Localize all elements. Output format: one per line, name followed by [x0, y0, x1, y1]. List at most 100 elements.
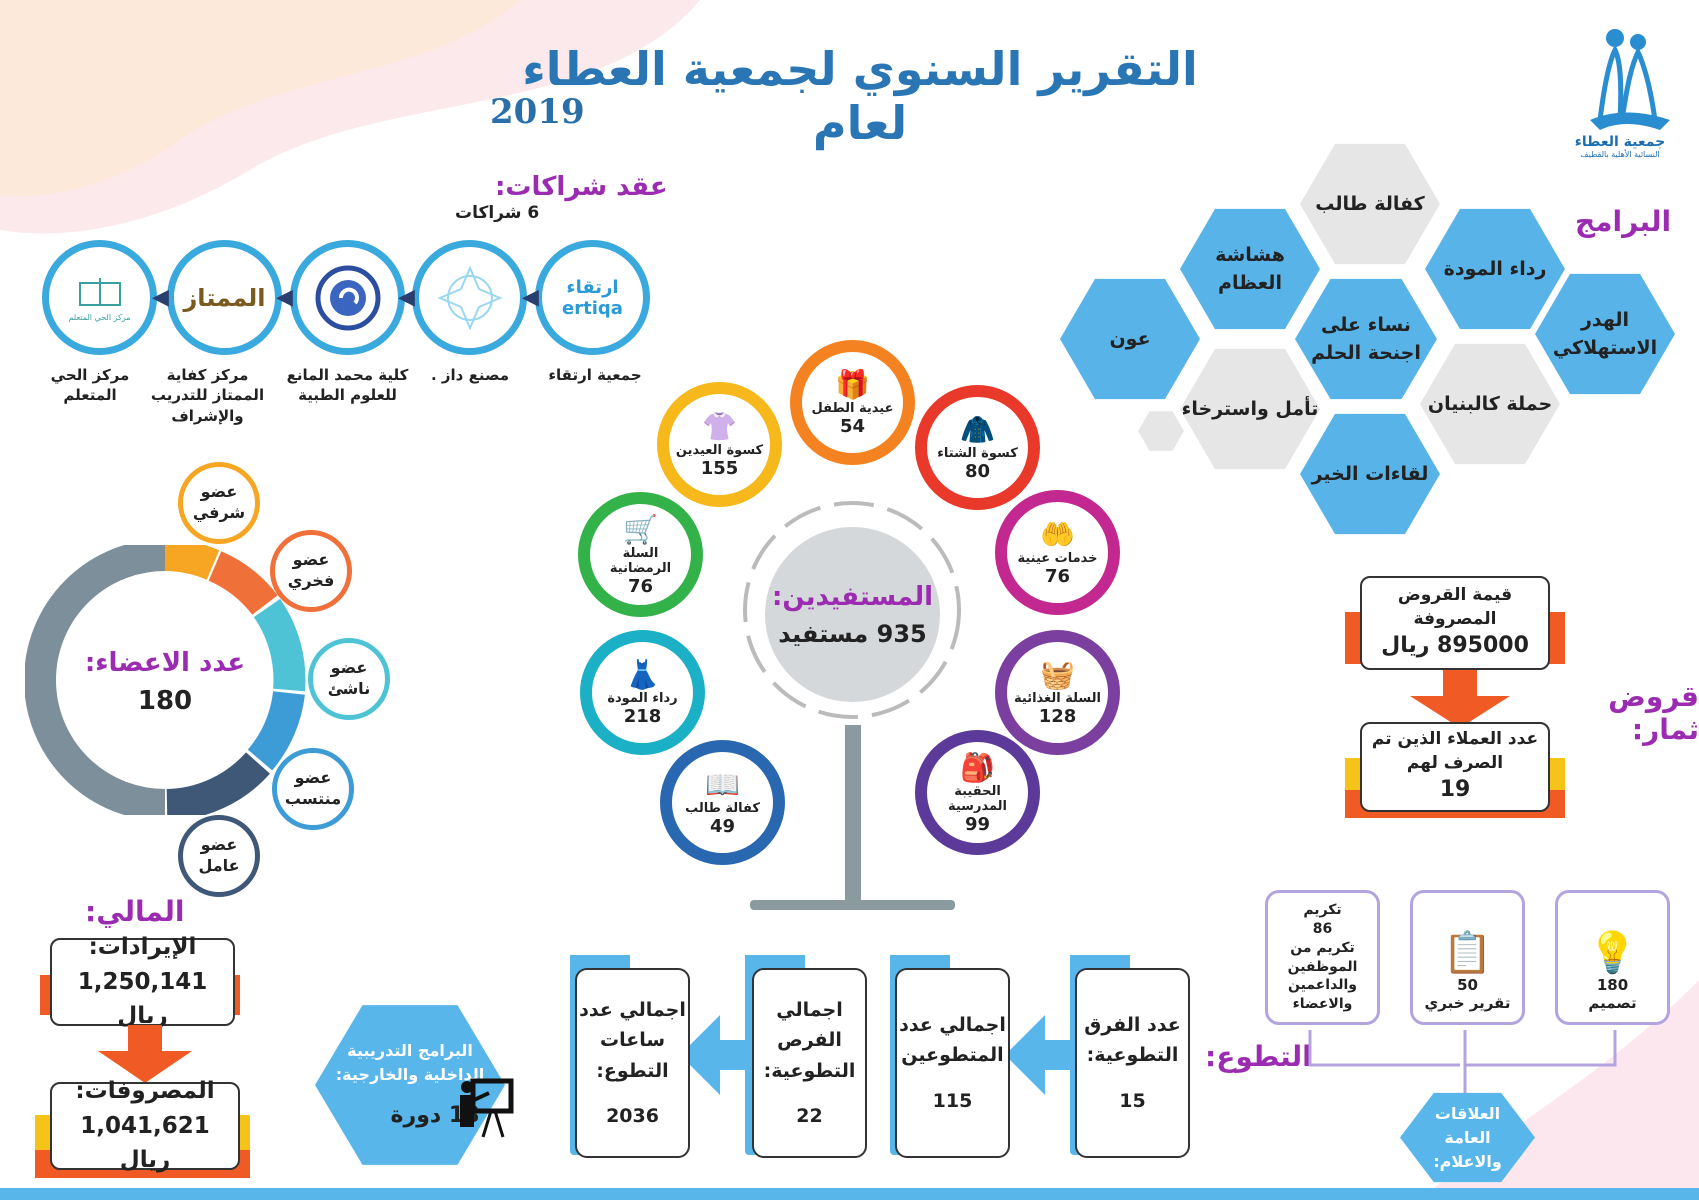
beneficiary-value: 80: [964, 461, 991, 482]
volunteer-stat-label: اجمالي عدد ساعات التطوع:: [579, 998, 686, 1082]
member-type: عضو عامل: [178, 815, 260, 897]
programs-title: البرامج: [1575, 205, 1672, 238]
clipboard-icon: 📋: [1442, 930, 1493, 976]
loan-clients-value: 19: [1439, 777, 1471, 803]
member-type: عضو شرفي: [178, 462, 260, 544]
volunteer-stat-label: اجمالي عدد المتطوعين: [899, 1013, 1006, 1067]
college-emblem-icon: [315, 265, 380, 330]
partner-logo-text: الممتاز: [183, 283, 266, 312]
coat-icon: 🧥: [960, 413, 995, 446]
loan-clients-box: عدد العملاء الذين تم الصرف لهم 19: [1360, 722, 1550, 812]
loan-value-label: قيمة القروض المصروفة: [1397, 584, 1513, 629]
pr-item-value: 86: [1312, 920, 1333, 937]
volunteer-stat-box: اجمالي عدد المتطوعين 115: [895, 968, 1010, 1158]
loan-clients-label: عدد العملاء الذين تم الصرف لهم: [1371, 728, 1539, 773]
partner-logo-daz: [412, 240, 527, 355]
beneficiary-label: كسوة الشتاء: [937, 446, 1018, 461]
arrow-icon: ◀: [398, 285, 415, 310]
beneficiaries-title: المستفيدين:: [771, 581, 934, 612]
partner-logo-college: [290, 240, 405, 355]
arrow-icon: ◀: [152, 285, 169, 310]
beneficiary-item: 👗 رداء المودة 218: [580, 630, 705, 755]
beneficiary-value: 54: [839, 416, 866, 437]
bulb-icon: 💡: [1587, 930, 1638, 976]
arrow-icon: ◀: [522, 285, 539, 310]
member-type: عضو منتسب: [272, 748, 354, 830]
logo-subtitle: النسائية الأهلية بالقطيف: [1580, 150, 1660, 159]
beneficiary-value: 76: [627, 575, 654, 597]
loans-title: قروض ثمار:: [1608, 680, 1699, 746]
partner-label: جمعية ارتقاء: [548, 366, 642, 384]
beneficiary-value: 76: [1044, 566, 1071, 587]
partner-label: مركز كفاية الممتاز للتدريب والإشراف: [150, 366, 265, 425]
income-value: 1,250,141 ريال: [77, 968, 208, 1030]
page-title: التقرير السنوي لجمعية العطاء لعام: [522, 42, 1198, 150]
beneficiary-label: السلة الغذائية: [1014, 691, 1101, 706]
partnerships-count: 6 شراكات: [455, 203, 540, 223]
vol-frame: [570, 955, 630, 971]
pr-item: 💡 180 تصميم: [1555, 890, 1670, 1025]
volunteer-stat-box: اجمالي الفرص التطوعية: 22: [752, 968, 867, 1158]
partner-label: كلية محمد المانع للعلوم الطبية: [286, 366, 409, 405]
beneficiary-item: 👚 كسوة العيدين 155: [657, 382, 782, 507]
beneficiary-label: السلة الرمضانية: [609, 545, 672, 576]
association-logo: جمعية العطاء النسائية الأهلية بالقطيف: [1560, 20, 1680, 170]
pr-item-value: 180: [1596, 976, 1629, 994]
pr-item-value: 50: [1457, 976, 1478, 994]
dress-icon: 👗: [625, 658, 660, 691]
beneficiaries-total: 935 مستفيد: [778, 619, 927, 648]
pr-item: تكريم 86 تكريم من الموظفين والداعمين وال…: [1265, 890, 1380, 1025]
program-hex: عون: [1060, 278, 1200, 400]
beneficiary-label: كفالة طالب: [685, 801, 760, 816]
logo-figures-icon: [1590, 29, 1670, 130]
program-hex: تأمل واسترخاء: [1180, 348, 1320, 470]
member-type: عضو فخري: [270, 530, 352, 612]
beneficiary-item: 🧥 كسوة الشتاء 80: [915, 385, 1040, 510]
partnerships-title: عقد شراكات:: [495, 172, 668, 202]
beneficiary-label: خدمات عينية: [1017, 551, 1098, 566]
income-box: الإيرادات: 1,250,141 ريال: [50, 934, 235, 1029]
trainer-board-icon: [460, 1078, 514, 1138]
vol-frame: [1070, 955, 1130, 971]
program-hex: الهدر الاستهلاكي: [1535, 273, 1675, 395]
volunteer-stat-box: عدد الفرق التطوعية: 15: [1075, 968, 1190, 1158]
left-arrow-icon: [1005, 1015, 1075, 1095]
pr-item-title: تكريم: [1303, 901, 1342, 918]
beneficiary-item: 🛒 السلة الرمضانية 76: [578, 492, 703, 617]
partner-logo-ertiqa: ارتقاء ertiqa: [535, 240, 650, 355]
down-arrow-icon: [98, 1025, 192, 1083]
schoolbag-icon: 🎒: [960, 750, 995, 784]
expense-box: المصروفات: 1,041,621 ريال: [50, 1078, 240, 1173]
partner-logo-learning-center: مركز الحي المتعلم: [42, 240, 157, 355]
down-arrow-icon: [1410, 670, 1510, 728]
expense-label: المصروفات:: [75, 1078, 215, 1105]
volunteer-stat-box: اجمالي عدد ساعات التطوع: 2036: [575, 968, 690, 1158]
pr-item-label: تصميم: [1588, 994, 1637, 1012]
partner-logo-text: ارتقاء ertiqa: [562, 276, 623, 319]
arrow-icon: ◀: [276, 285, 293, 310]
beneficiary-value: 49: [709, 816, 736, 837]
logo-name: جمعية العطاء: [1574, 134, 1666, 150]
pr-item-label: تكريم من الموظفين والداعمين والاعضاء: [1287, 939, 1358, 1013]
beneficiary-value: 218: [623, 706, 662, 727]
cart-icon: 🛒: [623, 512, 658, 546]
volunteer-stat-value: 22: [796, 1104, 823, 1127]
beneficiary-label: رداء المودة: [607, 691, 678, 706]
partner-label: مصنع داز .: [430, 366, 510, 384]
beneficiary-value: 155: [700, 458, 739, 479]
training-label: البرامج التدريبية الداخلية والخارجية:: [335, 1040, 485, 1084]
expense-value: 1,041,621 ريال: [80, 1112, 210, 1174]
star-pattern-icon: [436, 264, 503, 331]
vol-frame: [890, 955, 950, 971]
basket-icon: 🧺: [1040, 658, 1075, 691]
program-hex: كفالة طالب: [1300, 143, 1440, 265]
member-type: عضو ناشئ: [308, 638, 390, 720]
program-hex: هشاشة العظام: [1180, 208, 1320, 330]
partner-logo-text: مركز الحي المتعلم: [68, 313, 131, 322]
beneficiaries-tree: [743, 501, 961, 910]
volunteer-stat-value: 15: [1119, 1089, 1146, 1112]
beneficiary-label: عيدية الطفل: [811, 401, 894, 416]
program-hex: رداء المودة: [1425, 208, 1565, 330]
hand-icon: 🤲: [1040, 518, 1075, 551]
beneficiary-item: 🎒 الحقيبة المدرسية 99: [915, 730, 1040, 855]
